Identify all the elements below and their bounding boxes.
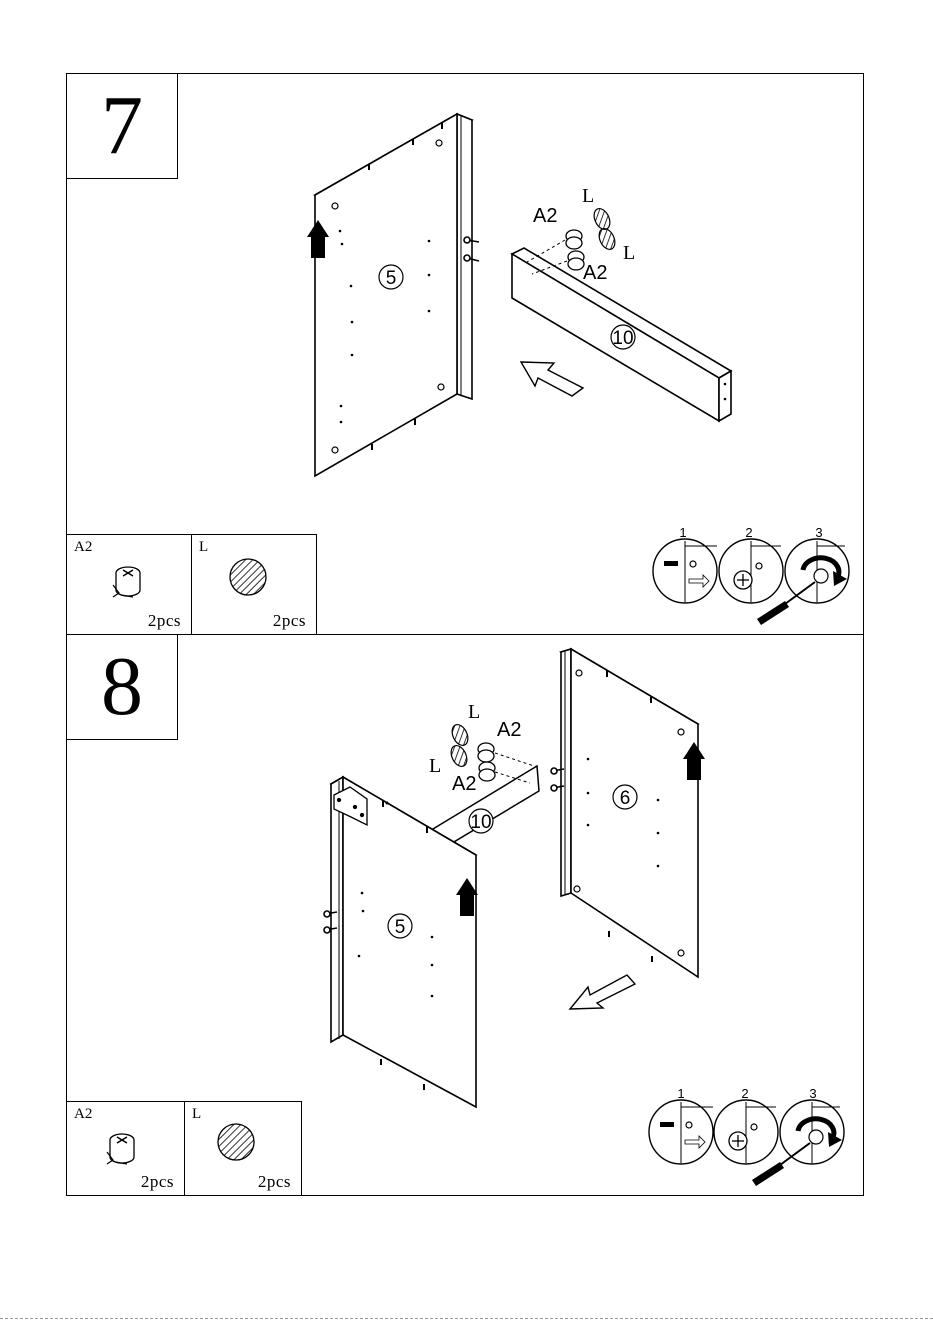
svg-text:L: L bbox=[623, 242, 635, 264]
svg-text:1: 1 bbox=[677, 1086, 684, 1101]
page-cut-line bbox=[0, 1318, 933, 1319]
svg-text:A2: A2 bbox=[497, 719, 521, 741]
svg-text:10: 10 bbox=[612, 328, 633, 349]
svg-text:5: 5 bbox=[395, 917, 406, 938]
svg-text:6: 6 bbox=[620, 788, 631, 809]
parts-list: A2 2pcs L 2pcs bbox=[67, 1101, 302, 1195]
procedure-diagram bbox=[649, 1100, 844, 1186]
step-7-panel: 7 bbox=[66, 73, 864, 635]
wooden-dowel-icon bbox=[448, 722, 471, 769]
right-panel-6 bbox=[561, 649, 698, 977]
part-a2: A2 2pcs bbox=[67, 1101, 185, 1195]
svg-text:L: L bbox=[468, 701, 480, 723]
svg-text:2: 2 bbox=[745, 525, 752, 540]
procedure-diagram bbox=[653, 539, 849, 625]
side-panel-5 bbox=[315, 114, 472, 476]
svg-text:L: L bbox=[429, 755, 441, 777]
svg-text:A2: A2 bbox=[452, 773, 476, 795]
svg-text:2: 2 bbox=[741, 1086, 748, 1101]
wooden-dowel-icon bbox=[591, 206, 618, 252]
svg-text:3: 3 bbox=[815, 525, 822, 540]
direction-arrow-icon bbox=[570, 975, 635, 1009]
cam-lock-icon bbox=[478, 743, 495, 781]
svg-text:10: 10 bbox=[470, 812, 491, 833]
panel-number-label: 5 bbox=[386, 268, 397, 289]
step-8-panel: 8 10 bbox=[66, 634, 864, 1196]
part-l: L 2pcs bbox=[192, 534, 317, 634]
direction-arrow-icon bbox=[521, 362, 583, 396]
svg-text:1: 1 bbox=[679, 525, 686, 540]
svg-text:3: 3 bbox=[809, 1086, 816, 1101]
part-a2: A2 2pcs bbox=[67, 534, 192, 634]
cam-lock-icon bbox=[566, 230, 584, 270]
parts-list: A2 2pcs L 2pcs bbox=[67, 534, 317, 634]
svg-text:A2: A2 bbox=[583, 262, 607, 284]
svg-text:A2: A2 bbox=[533, 205, 557, 227]
svg-text:L: L bbox=[582, 185, 594, 207]
part-l: L 2pcs bbox=[185, 1101, 302, 1195]
